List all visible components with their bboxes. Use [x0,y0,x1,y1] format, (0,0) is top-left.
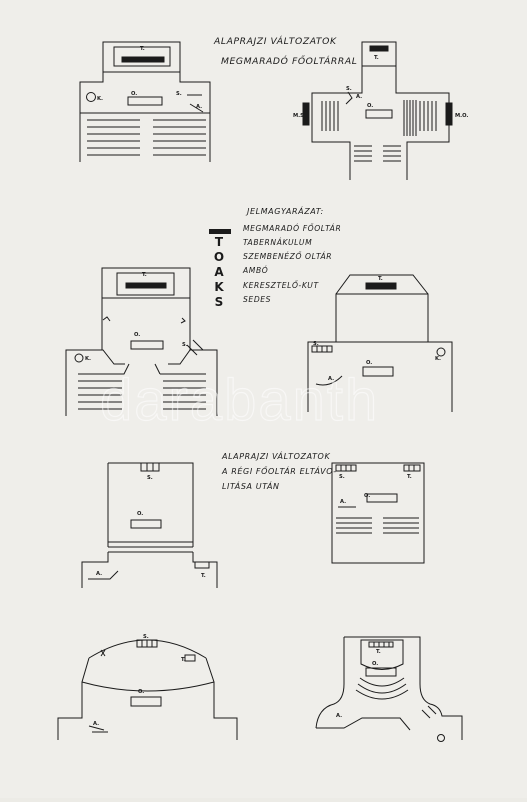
legend-text-main-altar: MEGMARADÓ FŐOLTÁR [243,224,341,233]
plan-5 [81,462,218,588]
heading-2-line-1: ALAPRAJZI VÁLTOZATOK [221,450,330,461]
label-A: A. [196,104,202,110]
legend-symbol-O: O [214,250,224,264]
watermark: darabanth [100,368,379,433]
legend-title: JELMAGYARÁZAT: [245,205,324,216]
label-T: T. [181,657,186,663]
label-S: S. [346,86,352,92]
main-altar-mark [365,282,397,290]
label-A: A. [96,571,102,577]
label-S: S. [313,341,319,347]
label-T: T. [140,46,145,52]
label-A: A. [356,94,362,100]
legend-text-ambo: AMBÓ [242,266,268,275]
label-S: S. [339,474,345,480]
label-MO: M.O. [455,113,468,119]
plan-3 [65,267,218,416]
legend-symbol-A: A [214,265,224,279]
label-O: O. [364,493,370,499]
label-T: T. [376,649,381,655]
plan-1 [79,41,211,162]
plan-4 [307,274,453,412]
label-MS: M.S. [293,113,306,119]
label-K: K. [85,356,91,362]
main-altar-mark [369,45,389,52]
label-A: A. [340,499,346,505]
plan-7 [57,639,238,740]
legend-symbol-S: S [215,295,224,309]
label-T: T. [201,573,206,579]
label-T: T. [407,474,412,480]
main-altar-mark [121,56,165,63]
label-O: O. [134,332,140,338]
label-O: O. [137,511,143,517]
label-S: S. [147,475,153,481]
heading-1-line-2: MEGMARADÓ FŐOLTÁRRAL [221,55,357,67]
label-O: O. [138,689,144,695]
label-A: A. [328,376,334,382]
heading-2-line-3: LITÁSA UTÁN [222,480,280,491]
label-K: K. [435,356,441,362]
plan-8 [315,636,463,742]
label-T: T. [142,272,147,278]
label-O: O. [131,91,137,97]
label-A: A. [93,721,99,727]
legend-text-sedes: SEDES [243,295,271,304]
legend-text-baptismal-font: KERESZTELŐ-KUT [243,281,319,290]
legend-text-facing-altar: SZEMBENÉZŐ OLTÁR [243,252,332,261]
label-O: O. [372,661,378,667]
label-O: O. [366,360,372,366]
label-T: T. [374,55,379,61]
label-A: A. [336,713,342,719]
legend-text-tabernacle: TABERNÁKULUM [243,238,312,247]
legend: JELMAGYARÁZAT: T O A K S MEGMARADÓ FŐOLT… [214,205,341,309]
plan-2 [302,41,453,180]
heading-1-line-1: ALAPRAJZI VÁLTOZATOK [213,35,337,47]
plan-6 [331,462,425,564]
label-S: S. [176,91,182,97]
legend-main-altar-swatch [209,229,231,234]
label-S: S. [182,342,188,348]
main-altar-mark [125,282,167,289]
label-T: T. [378,276,383,282]
legend-symbol-T: T [215,235,224,249]
label-S: S. [143,634,149,640]
label-O: O. [367,103,373,109]
legend-symbol-K: K [214,280,224,294]
heading-2-line-2: A RÉGI FŐOLTÁR ELTÁVO- [221,465,337,476]
label-K: K. [97,96,103,102]
plan-labels: T. O. S. A. K. T. S. A. O. M.S. M.O. T. … [85,46,468,727]
